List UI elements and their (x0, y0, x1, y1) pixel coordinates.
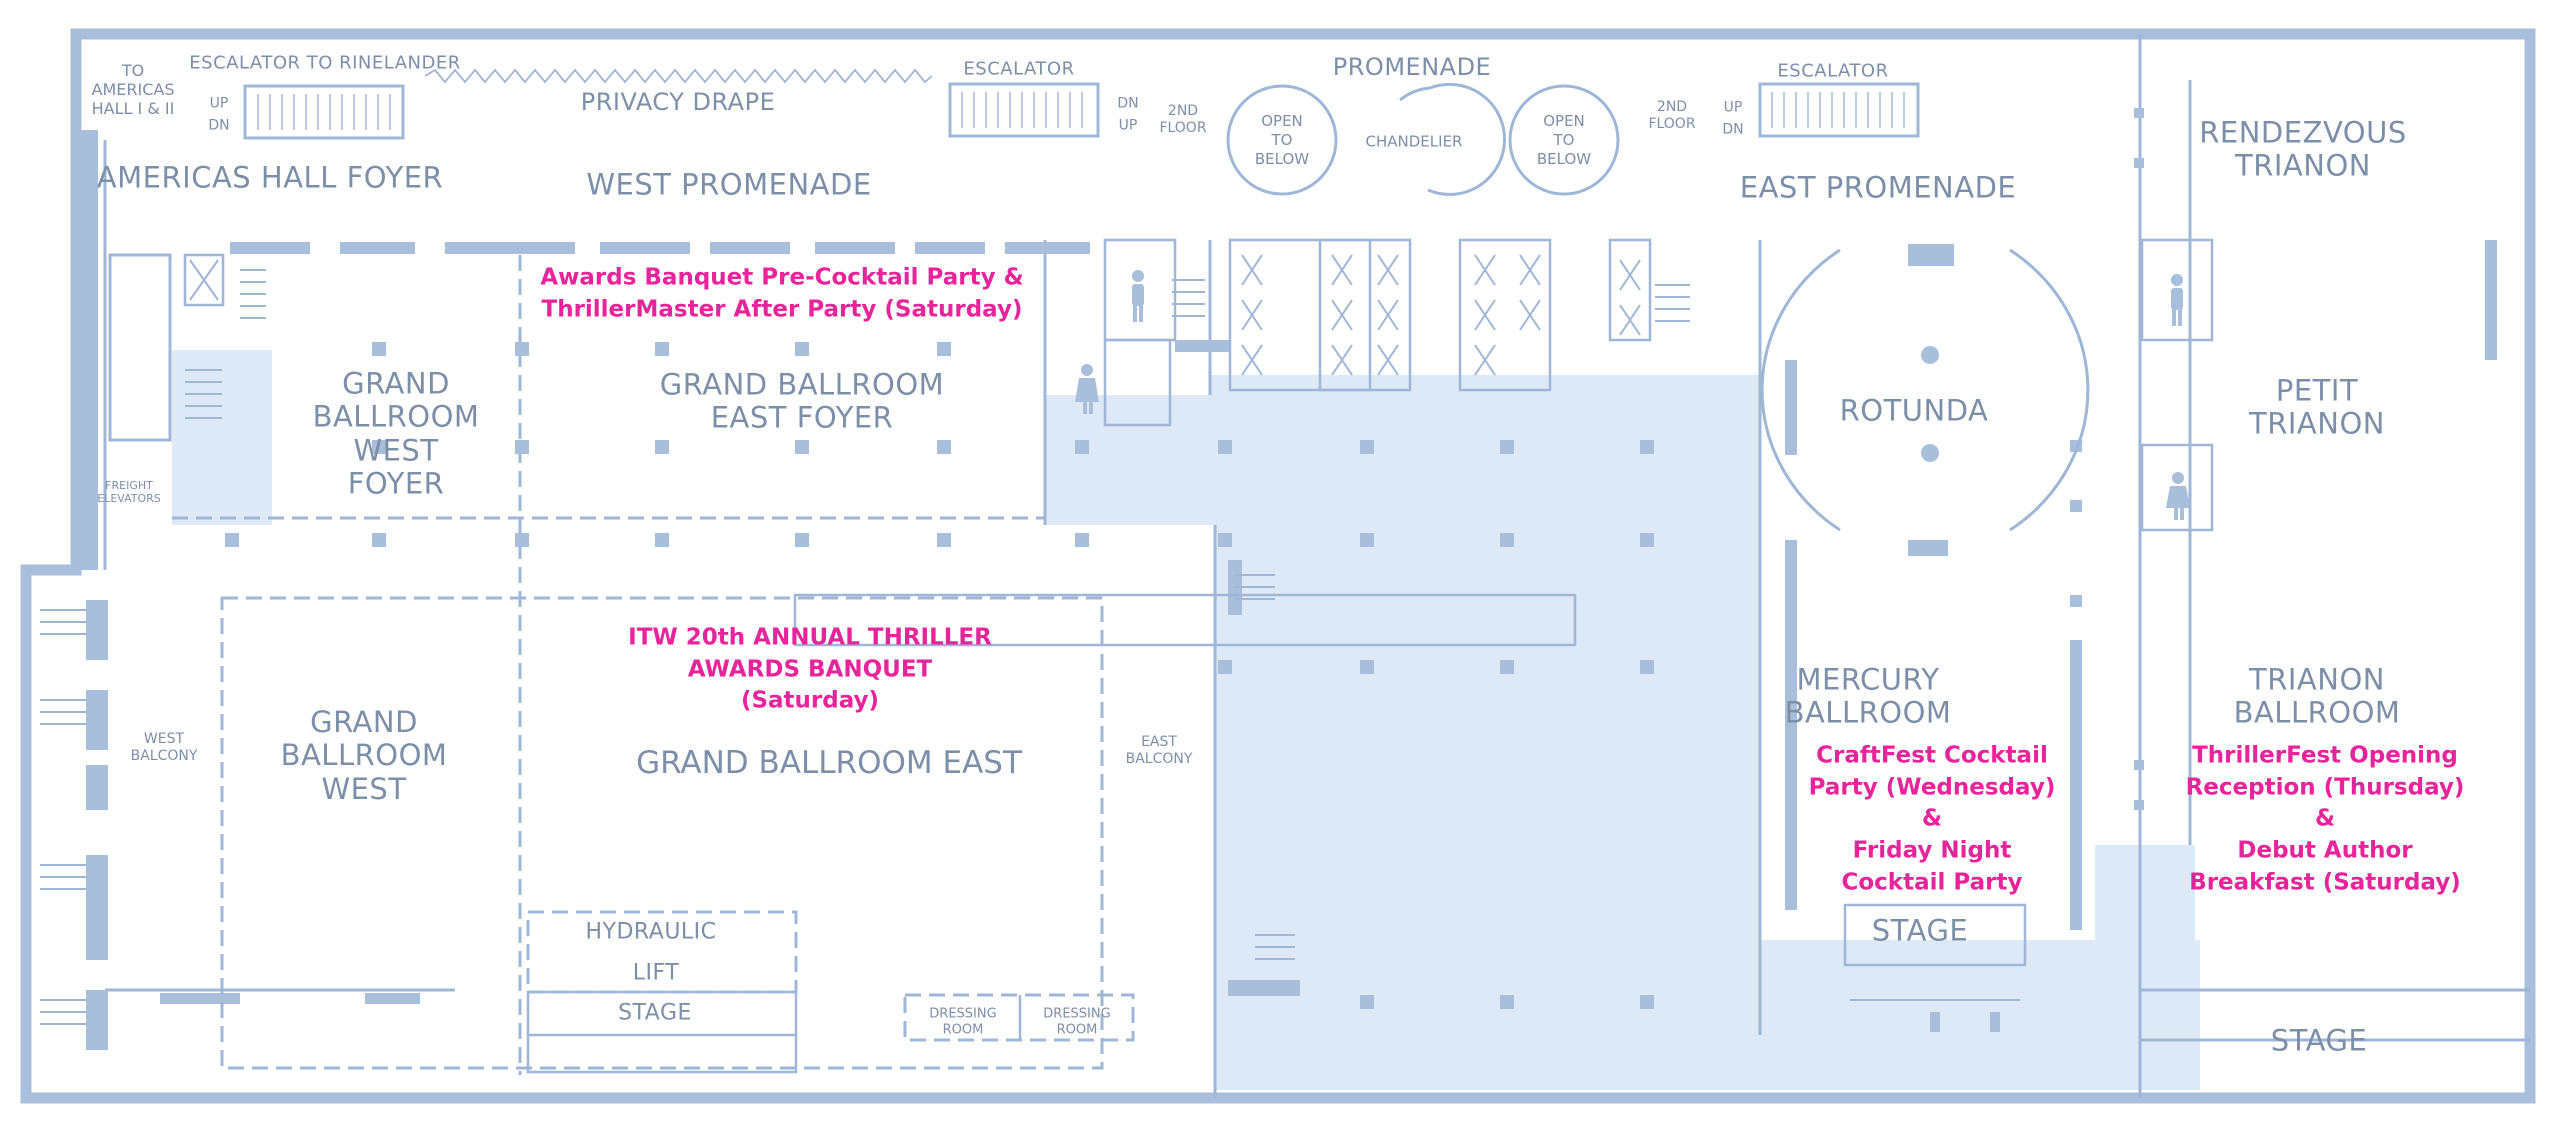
label-petit-trianon: PETIT TRIANON (2249, 373, 2385, 441)
label-dn: DN (208, 117, 230, 134)
stage-platforms (526, 903, 2027, 1074)
event-pre-cocktail-party: Awards Banquet Pre-Cocktail Party & Thri… (540, 264, 1024, 322)
label-escalator-east: ESCALATOR (1777, 60, 1889, 82)
restroom-blocks (183, 238, 2214, 647)
label-grand-ballroom-west: GRAND BALLROOM WEST (280, 704, 448, 806)
label-open-to-below-1: OPEN TO BELOW (1254, 111, 1310, 168)
event-awards-banquet: ITW 20th ANNUAL THRILLER AWARDS BANQUET … (628, 624, 992, 714)
label-trianon-ballroom: TRIANON BALLROOM (2233, 662, 2401, 730)
label-chandelier: CHANDELIER (1365, 132, 1463, 151)
label-freight-elevators: FREIGHT ELEVATORS (97, 478, 161, 505)
label-east-balcony: EAST BALCONY (1125, 734, 1193, 767)
event-thrillerfest-reception: ThrillerFest Opening Reception (Thursday… (2185, 742, 2465, 896)
label-dn-west: DN (1117, 95, 1139, 112)
label-privacy-drape: PRIVACY DRAPE (580, 88, 776, 117)
label-up-east: UP (1723, 99, 1743, 116)
label-stage-main: STAGE (618, 1000, 692, 1026)
label-open-to-below-2: OPEN TO BELOW (1536, 111, 1592, 168)
label-grand-ballroom-east: GRAND BALLROOM EAST (636, 745, 1022, 782)
label-grand-ballroom-east-foyer: GRAND BALLROOM EAST FOYER (659, 367, 945, 435)
elevator-x-marks (189, 254, 1641, 376)
label-dressing-room-1: DRESSING ROOM (929, 1006, 997, 1037)
label-promenade: PROMENADE (1332, 53, 1492, 82)
columns (225, 108, 2144, 1009)
privacy-drape-line (424, 68, 933, 84)
label-2nd-floor-west: 2ND FLOOR (1159, 103, 1207, 136)
restroom-icons (1075, 270, 2190, 520)
label-escalator-west: ESCALATOR (963, 58, 1075, 80)
label-stage-trianon: STAGE (2270, 1023, 2368, 1058)
label-up-west: UP (1118, 117, 1138, 134)
rotunda-walls (1760, 248, 2090, 532)
open-floor-area (172, 350, 2200, 1090)
label-2nd-floor-east: 2ND FLOOR (1648, 99, 1696, 132)
label-rotunda: ROTUNDA (1839, 393, 1989, 428)
label-grand-ballroom-west-foyer: GRAND BALLROOM WEST FOYER (312, 366, 480, 501)
label-stage-mercury: STAGE (1871, 913, 1969, 948)
label-escalator-to-rinelander: ESCALATOR TO RINELANDER (189, 52, 461, 74)
label-west-promenade: WEST PROMENADE (586, 167, 872, 202)
label-west-balcony: WEST BALCONY (130, 731, 198, 764)
label-to-americas-hall: TO AMERICAS HALL I & II (91, 61, 175, 119)
interior-walls (103, 34, 2530, 1098)
label-dressing-room-2: DRESSING ROOM (1043, 1006, 1111, 1037)
label-rendezvous-trianon: RENDEZVOUS TRIANON (2199, 115, 2407, 183)
promenade-circles (1226, 82, 1620, 196)
label-dn-east: DN (1722, 121, 1744, 138)
thick-walls (78, 130, 2497, 1050)
label-up: UP (209, 95, 229, 112)
event-craftfest-cocktail: CraftFest Cocktail Party (Wednesday) & F… (1808, 742, 2056, 896)
stairs (40, 269, 2020, 1025)
label-lift: LIFT (632, 960, 680, 986)
label-americas-hall-foyer: AMERICAS HALL FOYER (96, 160, 444, 195)
escalator-treads (257, 92, 1905, 130)
label-east-promenade: EAST PROMENADE (1739, 170, 2017, 205)
label-mercury-ballroom: MERCURY BALLROOM (1784, 662, 1952, 730)
label-hydraulic: HYDRAULIC (585, 919, 717, 945)
escalators (243, 82, 1920, 140)
outer-walls (20, 28, 2536, 1104)
